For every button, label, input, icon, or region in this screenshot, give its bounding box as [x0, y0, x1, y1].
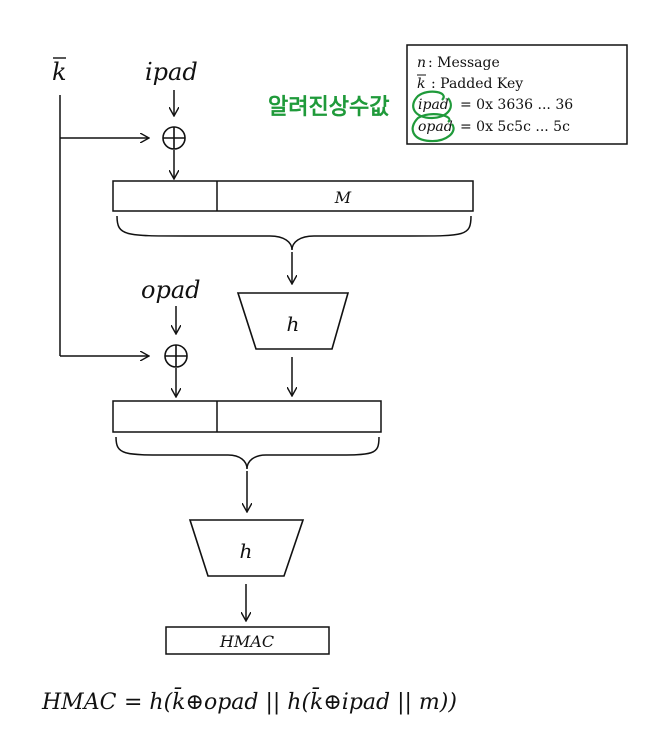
legend-k-symbol: k [417, 76, 425, 92]
hash-2-label: h [240, 539, 253, 563]
ipad-label: ipad [145, 58, 198, 86]
hmac-output-box [165, 626, 330, 655]
legend-ipad-value: = 0x 3636 ... 36 [460, 97, 573, 113]
xor-2-symbol [164, 344, 188, 368]
message-block-label: M [334, 188, 352, 207]
legend-n-symbol: n [417, 55, 426, 71]
outer-brace [115, 436, 380, 470]
hash-1-block [236, 292, 350, 350]
legend-opad-symbol: opad [418, 119, 453, 135]
xor-1-symbol [162, 126, 186, 150]
inner-brace [116, 215, 472, 251]
handwritten-ellipse-opad [411, 113, 455, 143]
handwritten-ellipse-ipad [412, 90, 452, 120]
handwritten-note: 알려진상수값 [268, 95, 389, 120]
kbar-input-label: k [52, 57, 67, 86]
kbar-wire [59, 95, 148, 356]
legend-box: n : Message k : Padded Key ipad = 0x 363… [406, 44, 628, 145]
formula-rhs: = h(k̄⊕opad || h(k̄⊕ipad || m)) [124, 687, 457, 715]
legend-k-desc: : Padded Key [431, 76, 523, 92]
hash-2-block [188, 519, 305, 577]
hmac-formula: HMAC = h(k̄⊕opad || h(k̄⊕ipad || m)) [41, 687, 457, 715]
inner-input-block [112, 180, 474, 212]
legend-ipad-symbol: ipad [418, 97, 449, 113]
svg-text:k: k [52, 58, 67, 86]
formula-lhs: HMAC [41, 690, 117, 715]
outer-input-block [112, 400, 382, 433]
hmac-output-label: HMAC [219, 632, 274, 651]
legend-opad-value: = 0x 5c5c ... 5c [460, 119, 570, 135]
legend-n-desc: : Message [428, 55, 500, 71]
hash-1-label: h [287, 312, 300, 336]
opad-label: opad [141, 276, 200, 304]
